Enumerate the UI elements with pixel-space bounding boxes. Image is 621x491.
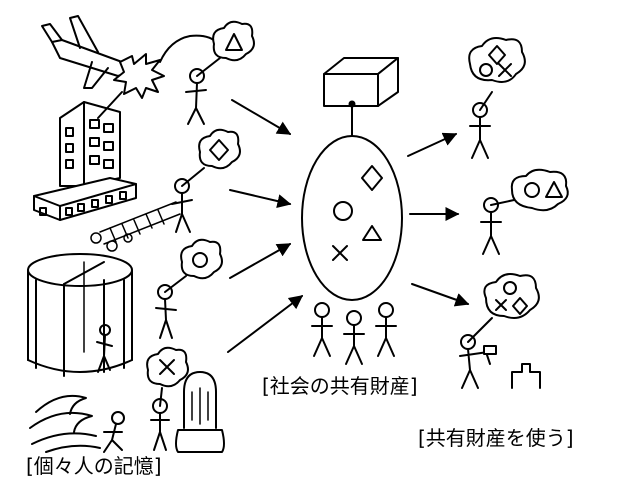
monument-icon xyxy=(175,371,225,453)
crowd-icon xyxy=(311,302,397,365)
user-person-top xyxy=(468,37,526,159)
shared-property-label: [社会の共有財産] xyxy=(262,374,418,398)
person-diamond xyxy=(171,128,241,233)
built-object-icon xyxy=(511,363,541,389)
user-person-bottom xyxy=(459,273,540,389)
tsunami-icon xyxy=(29,394,101,453)
person-triangle xyxy=(185,20,255,125)
output-arrows xyxy=(407,132,470,307)
explosion-icon xyxy=(113,53,165,99)
user-person-middle xyxy=(480,168,569,255)
individual-memory-label: [個々人の記憶] xyxy=(26,454,162,478)
train-track-icon xyxy=(90,201,181,252)
person-x xyxy=(146,346,189,451)
revolving-door-icon xyxy=(27,253,133,377)
crash-to-building-line xyxy=(97,91,123,119)
input-arrows xyxy=(227,99,304,353)
use-shared-property-label: [共有財産を使う] xyxy=(418,426,574,450)
airplane-icon xyxy=(41,15,129,89)
shared-memory-oval xyxy=(301,135,403,301)
storage-box-icon xyxy=(323,57,399,139)
hammer-icon xyxy=(483,345,497,365)
running-person-icon xyxy=(103,411,125,453)
person-circle xyxy=(155,238,223,339)
building-icon xyxy=(33,101,137,221)
crash-to-person-line xyxy=(159,34,219,63)
